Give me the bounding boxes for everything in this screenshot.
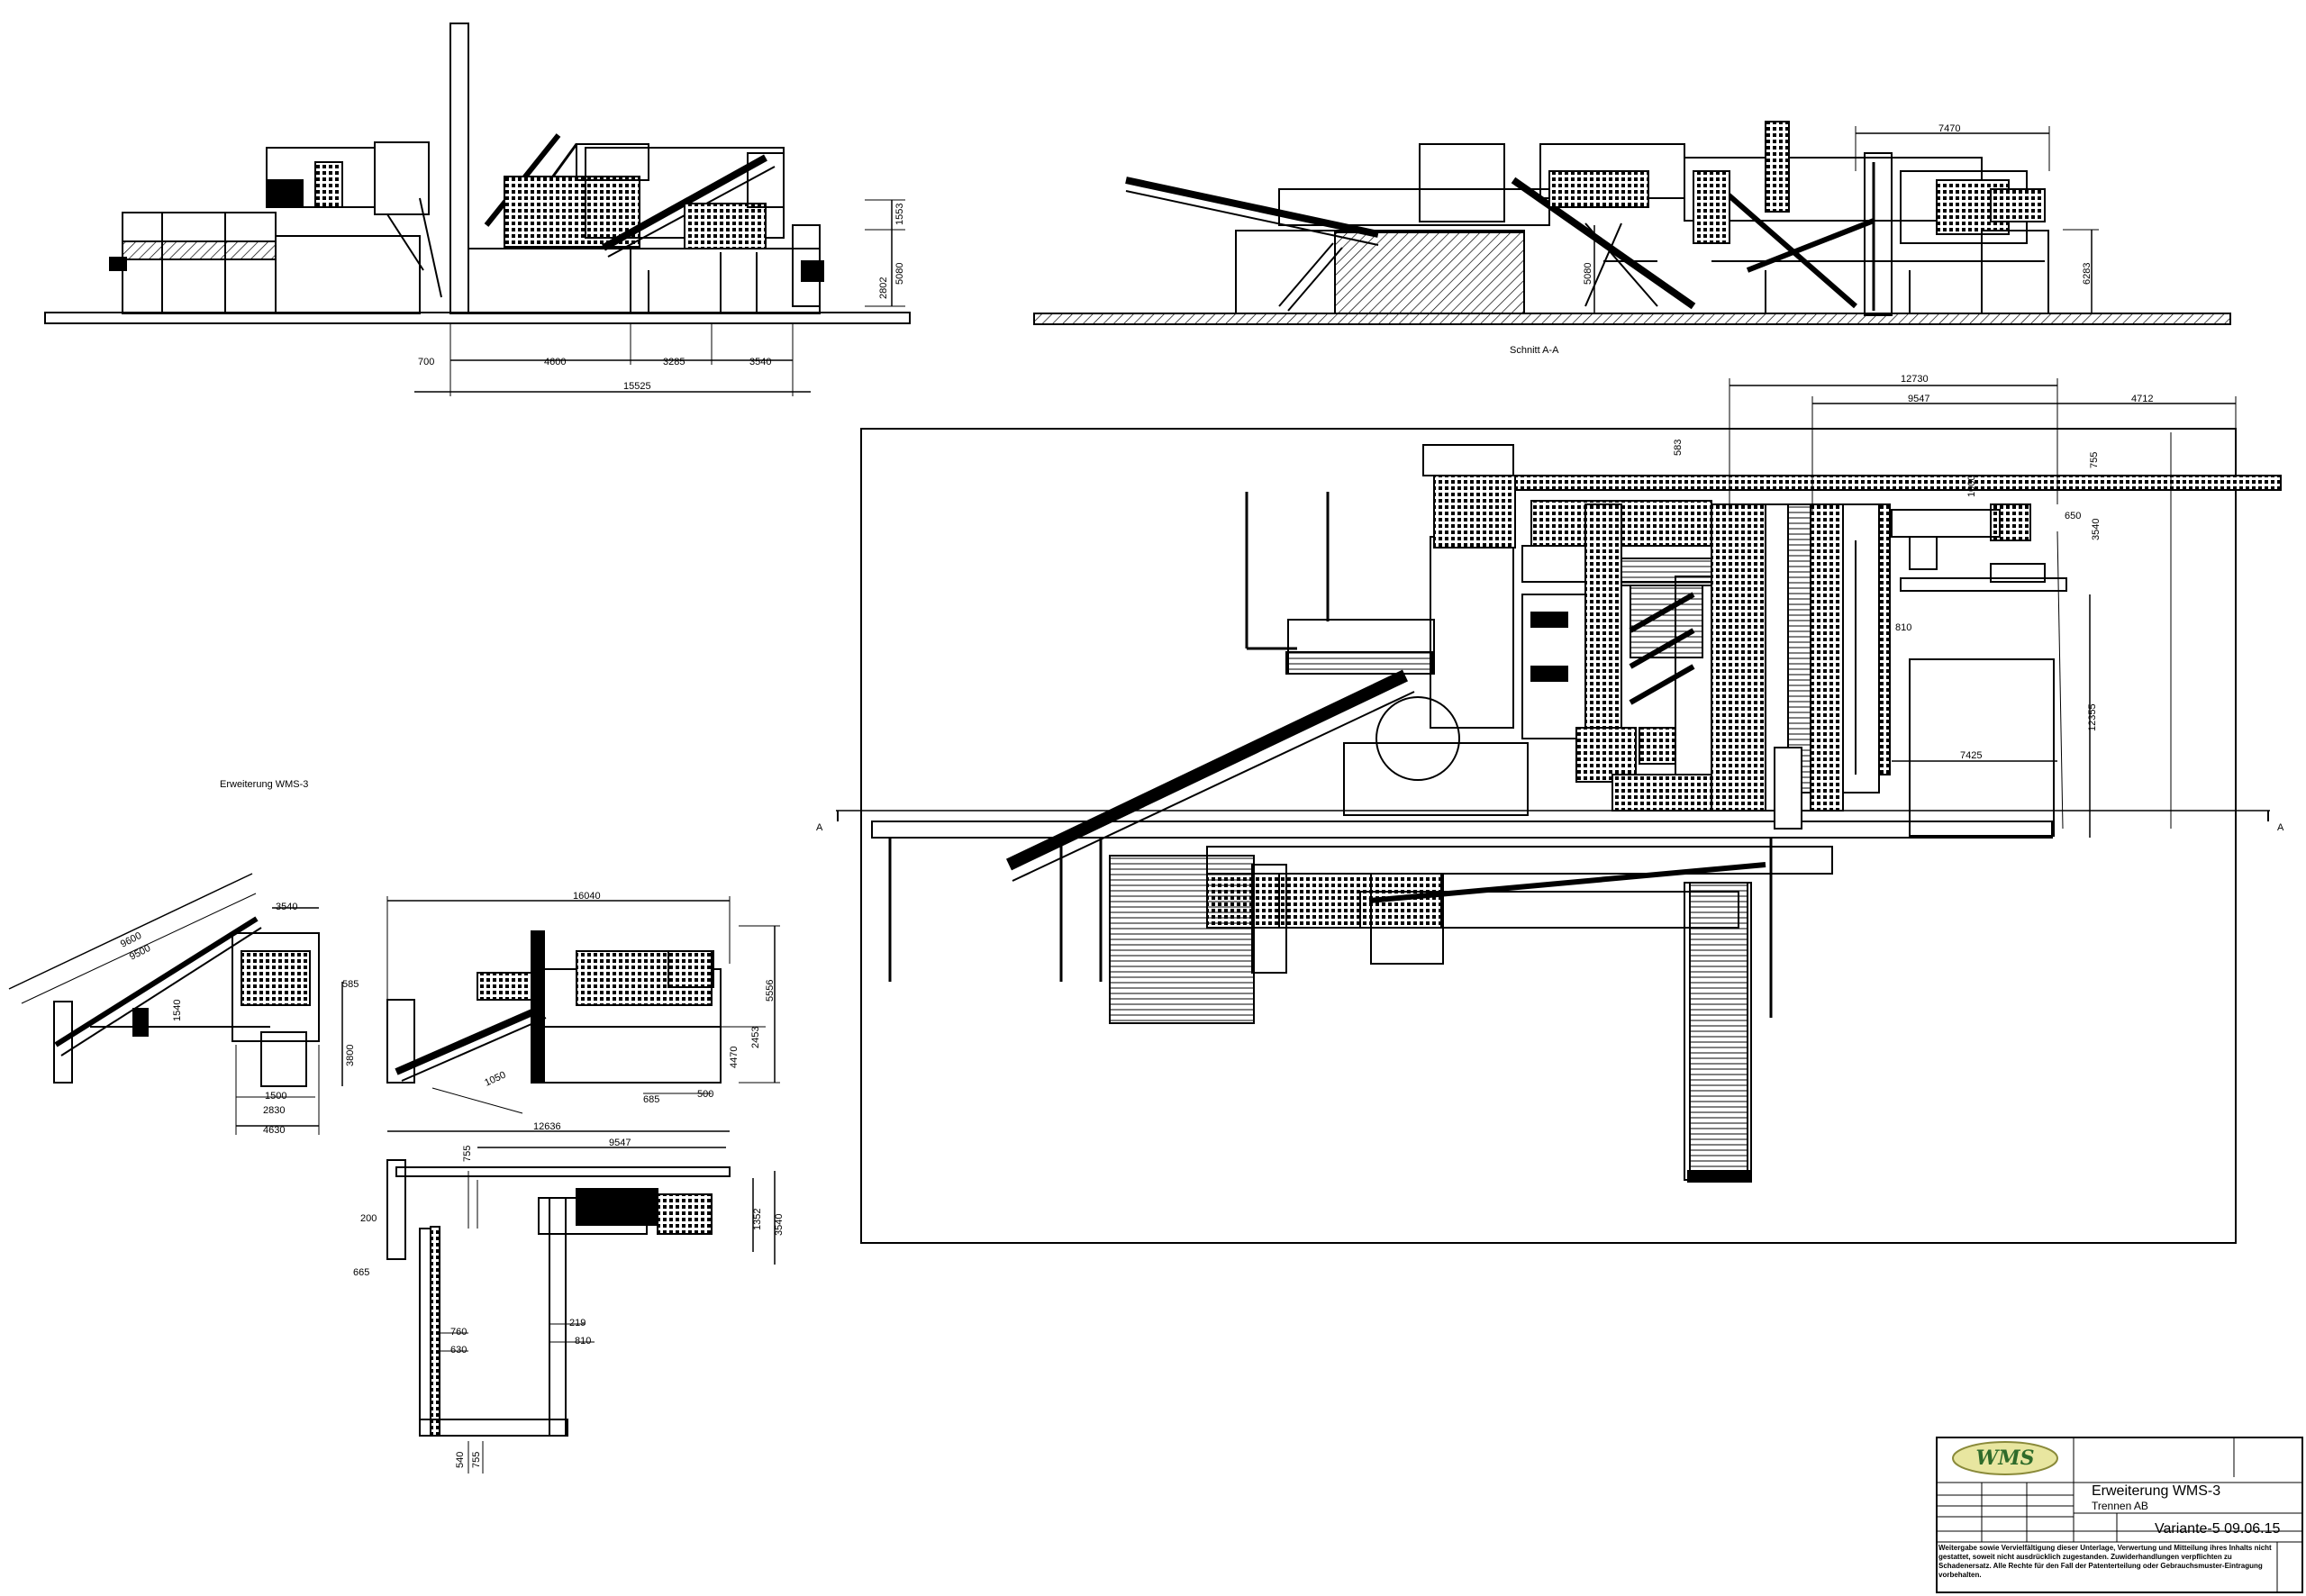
- plan-view: [836, 378, 2282, 1244]
- dim-text: 4630: [263, 1125, 285, 1136]
- front-elevation-view: [44, 23, 911, 396]
- dim-text: 5556: [765, 980, 776, 1002]
- dim-text: 583: [1673, 440, 1684, 456]
- drawing-variant: Variante-5 09.06.15: [2155, 1521, 2280, 1537]
- dim-text: 219: [569, 1318, 586, 1328]
- dim-text: 5080: [894, 263, 905, 285]
- dim-text: 15525: [623, 381, 651, 392]
- section-aa-view: [1033, 121, 2231, 325]
- dim-text: 4712: [2131, 394, 2153, 404]
- small-plan-view: [386, 1130, 776, 1474]
- dim-text: 540: [455, 1452, 466, 1468]
- dim-text: 1352: [752, 1209, 763, 1230]
- small-front-view: [386, 896, 780, 1114]
- drawing-subtitle: Trennen AB: [2092, 1500, 2148, 1512]
- dim-text: 9547: [609, 1138, 631, 1148]
- dim-text: 760: [450, 1327, 467, 1338]
- title-block-notes: Weitergabe sowie Vervielfältigung dieser…: [1938, 1544, 2272, 1579]
- dim-text: 630: [450, 1345, 467, 1356]
- dim-text: 12355: [2087, 703, 2098, 731]
- dim-text: 755: [462, 1146, 473, 1162]
- dim-text: 3540: [276, 902, 297, 912]
- title-block: [1936, 1437, 2303, 1593]
- company-logo: WMS: [1976, 1446, 2035, 1470]
- dim-text: 1540: [172, 1000, 183, 1021]
- dim-text: 810: [575, 1336, 591, 1347]
- dim-text: 585: [342, 979, 359, 990]
- dim-text: 3540: [2091, 519, 2102, 540]
- dim-text: 4470: [729, 1047, 740, 1068]
- dim-text: 665: [353, 1267, 369, 1278]
- dim-text: 3285: [663, 357, 685, 367]
- view-caption: Erweiterung WMS-3: [220, 779, 308, 790]
- dim-text: 4600: [544, 357, 566, 367]
- dim-text: 810: [1895, 622, 1911, 633]
- dim-text: 685: [643, 1094, 659, 1105]
- dim-text: 2802: [878, 277, 889, 299]
- dim-text: 200: [360, 1213, 377, 1224]
- dim-text: 1050: [483, 1069, 507, 1088]
- dim-text: 3540: [749, 357, 771, 367]
- dim-text: 12636: [533, 1121, 561, 1132]
- dim-text: 700: [418, 357, 434, 367]
- dim-text: 2830: [263, 1105, 285, 1116]
- section-mark-left: A: [816, 822, 823, 833]
- dim-text: 650: [2065, 511, 2081, 521]
- section-mark-right: A: [2277, 822, 2284, 833]
- dim-text: 6283: [2082, 263, 2093, 285]
- drawing-title: Erweiterung WMS-3: [2092, 1483, 2220, 1499]
- dim-text: 755: [2089, 452, 2100, 468]
- dim-text: 2453: [750, 1027, 761, 1048]
- dim-text: 500: [697, 1089, 713, 1100]
- small-side-view: [8, 873, 343, 1135]
- section-label: Schnitt A-A: [1510, 345, 1559, 356]
- dim-text: 5080: [1583, 263, 1593, 285]
- dim-text: 755: [471, 1452, 482, 1468]
- dim-text: 1500: [265, 1091, 286, 1102]
- dim-text: 7425: [1960, 750, 1982, 761]
- dim-text: 1553: [894, 204, 905, 225]
- dim-text: 3800: [345, 1045, 356, 1066]
- dim-text: 9547: [1908, 394, 1929, 404]
- dim-text: 7470: [1938, 123, 1960, 134]
- dim-text: 3540: [774, 1214, 785, 1236]
- dim-text: 12730: [1901, 374, 1929, 385]
- dim-text: 1000: [1966, 476, 1977, 497]
- dim-text: 16040: [573, 891, 601, 902]
